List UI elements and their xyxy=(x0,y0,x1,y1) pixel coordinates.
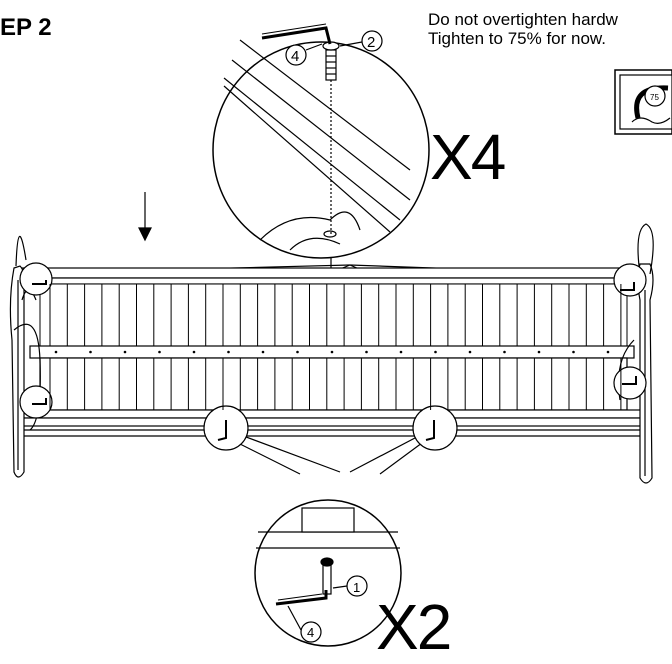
rail-dot xyxy=(606,350,610,354)
gauge-label: 75 xyxy=(650,93,659,102)
rail-dot xyxy=(192,350,196,354)
multiplier-x4: X4 xyxy=(430,121,506,193)
crib-side-rail xyxy=(21,267,643,437)
note-line-2: Tighten to 75% for now. xyxy=(428,29,606,48)
slats-upper xyxy=(39,283,628,347)
rail-dot xyxy=(296,350,299,354)
small-hex-keys xyxy=(32,280,637,441)
torque-gauge-icon xyxy=(614,69,672,135)
rail-dot xyxy=(158,350,161,354)
rail-dot xyxy=(330,350,334,354)
part-number-4-top: 4 xyxy=(291,48,299,65)
joint-circles xyxy=(19,262,647,451)
multiplier-x2: X2 xyxy=(376,591,452,663)
rail-dot xyxy=(572,350,575,354)
slat-lines xyxy=(49,284,622,410)
part-number-4-bottom: 4 xyxy=(307,625,314,640)
rail-dot xyxy=(227,350,230,354)
rail-dot xyxy=(503,350,506,354)
rail-dot xyxy=(434,350,437,354)
step-title: EP 2 xyxy=(0,14,52,41)
rail-dot xyxy=(54,350,58,354)
top-magnifier xyxy=(212,23,430,259)
note-line-1: Do not overtighten hardw xyxy=(428,10,618,29)
down-arrow xyxy=(138,192,152,242)
rail-dot xyxy=(261,350,265,354)
rail-dot xyxy=(399,350,403,354)
bottom-leader-lines xyxy=(221,427,435,475)
rail-dot xyxy=(365,350,368,354)
rail-dot xyxy=(123,350,127,354)
bottom-magnifier xyxy=(254,499,402,647)
part-number-1: 1 xyxy=(353,580,360,595)
rail-dot xyxy=(468,350,472,354)
rail-dots xyxy=(54,350,610,354)
rail-dot xyxy=(89,350,92,354)
rail-dot xyxy=(537,350,541,354)
part-number-2: 2 xyxy=(367,34,375,51)
